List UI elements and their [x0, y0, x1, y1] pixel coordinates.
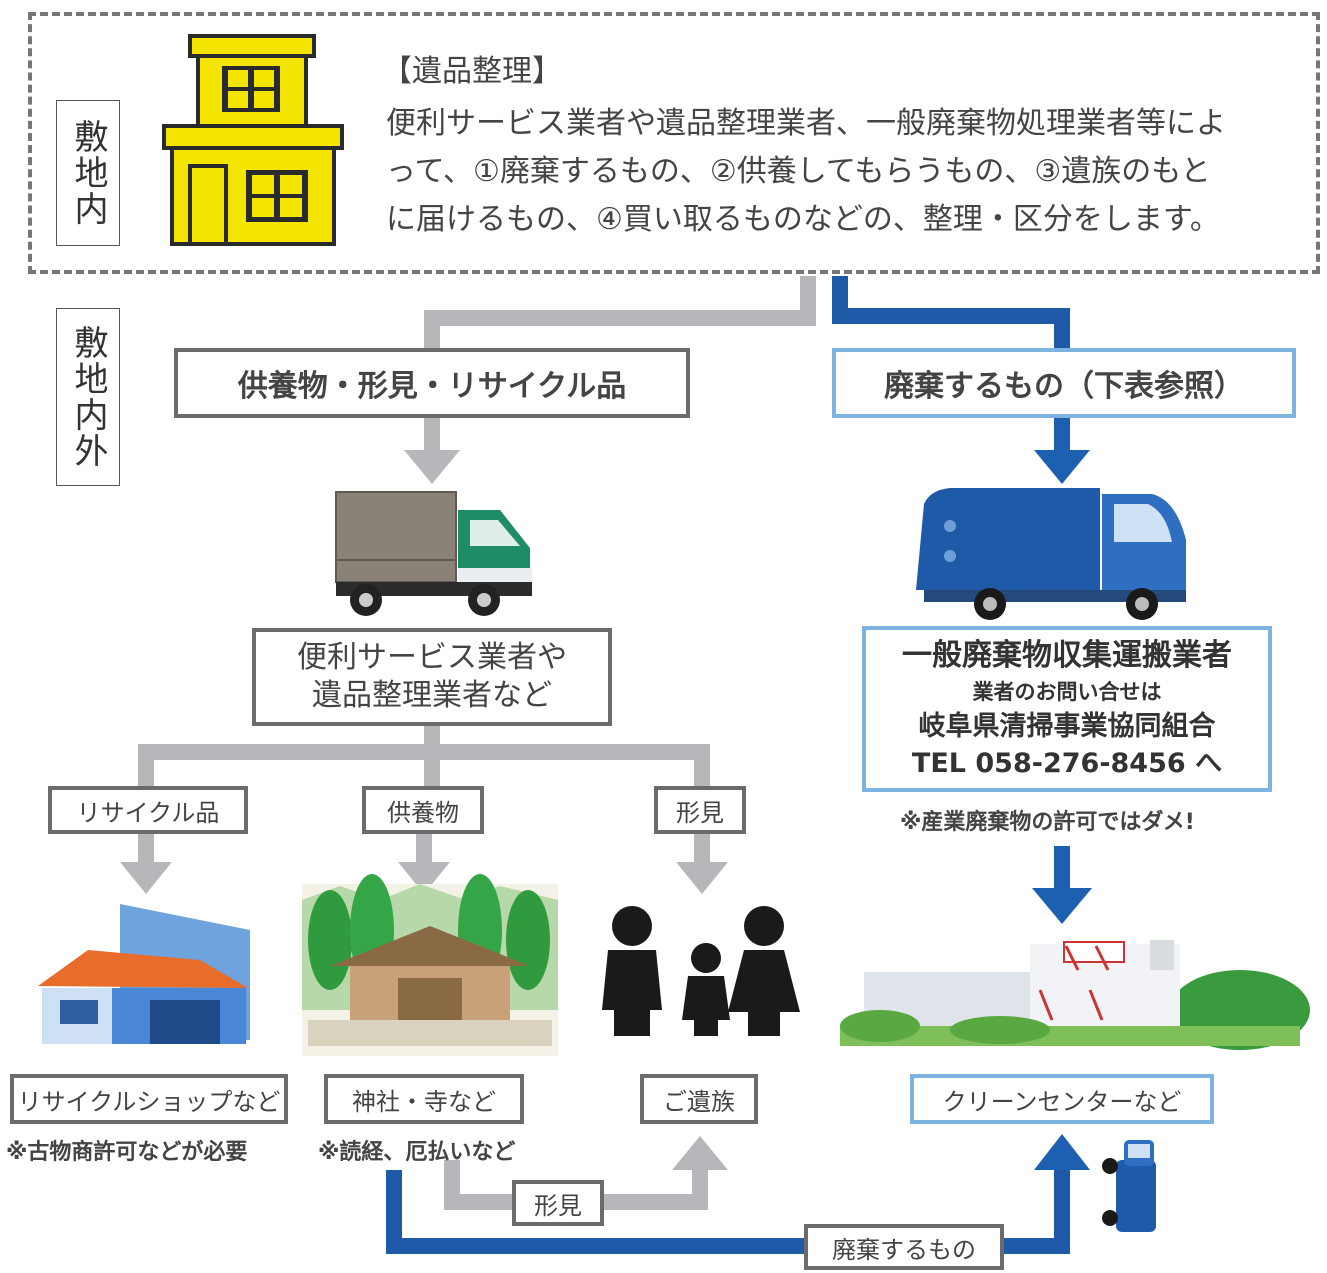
arrow-keepsake	[676, 862, 728, 894]
dest-center: クリーンセンターなど	[910, 1074, 1214, 1124]
bottom-waste-label: 廃棄するもの	[804, 1224, 1004, 1270]
top-line-1: 便利サービス業者や遺品整理業者、一般廃棄物処理業者等によ	[386, 106, 1226, 141]
left-header-box: 供養物・形見・リサイクル品	[174, 348, 690, 418]
branch-offering: 供養物	[362, 786, 484, 834]
arrow-waste-bottom	[1034, 1134, 1090, 1170]
dest-shrine-note: ※読経、厄払いなど	[318, 1140, 516, 1165]
dest-family: ご遺族	[640, 1074, 758, 1124]
onsite-label: 敷地内	[56, 100, 120, 246]
waste-title: 一般廃棄物収集運搬業者	[902, 638, 1232, 673]
onsite-frame	[28, 12, 1320, 274]
bottom-keepsake-label: 形見	[512, 1180, 604, 1226]
blue-arrow-down	[1034, 450, 1090, 484]
gray-line-top	[424, 276, 816, 350]
arrow-recycle	[120, 862, 172, 894]
dest-shop-note: ※古物商許可などが必要	[6, 1140, 248, 1165]
service-box: 便利サービス業者や 遺品整理業者など	[252, 628, 612, 726]
waste-tel: TEL 058-276-8456 へ	[911, 748, 1223, 779]
arrow-keepsake-bottom	[672, 1136, 728, 1170]
branch-keepsake: 形見	[654, 786, 746, 834]
waste-inquiry: 業者のお問い合せは	[972, 680, 1162, 704]
offsite-label: 敷地内外	[56, 308, 120, 486]
waste-note: ※産業廃棄物の許可ではダメ!	[900, 810, 1195, 835]
arrow-offering	[398, 862, 450, 894]
top-line-2: って、①廃棄するもの、②供養してもらうもの、③遺族のもと	[386, 154, 1211, 189]
top-line-3: に届けるもの、④買い取るものなどの、整理・区分をします。	[386, 202, 1220, 237]
service-line-2: 遺品整理業者など	[312, 678, 552, 713]
branch-recycle: リサイクル品	[48, 786, 248, 834]
waste-collector-box: 一般廃棄物収集運搬業者 業者のお問い合せは 岐阜県清掃事業協同組合 TEL 05…	[862, 626, 1272, 792]
top-title: 【遺品整理】	[382, 54, 562, 89]
gray-arrow-down	[404, 450, 460, 484]
right-header-box: 廃棄するもの（下表参照）	[832, 348, 1296, 418]
dest-shrine: 神社・寺など	[324, 1074, 524, 1124]
dest-shop: リサイクルショップなど	[10, 1074, 288, 1124]
arrow-to-center	[1032, 888, 1092, 924]
service-line-1: 便利サービス業者や	[297, 640, 567, 675]
blue-line-top	[832, 276, 1070, 350]
waste-org: 岐阜県清掃事業協同組合	[918, 711, 1216, 742]
